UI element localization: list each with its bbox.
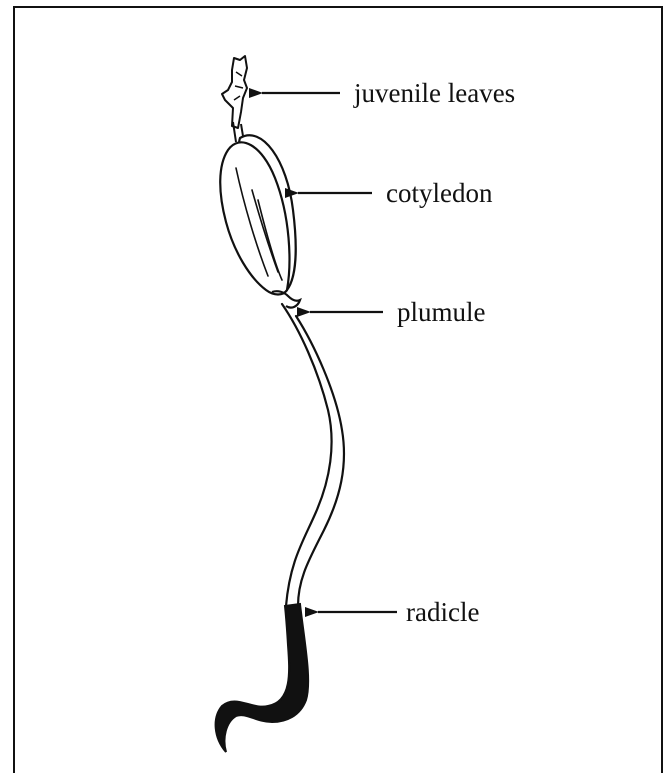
- label-cotyledon: cotyledon: [386, 180, 492, 207]
- frame-border: [14, 7, 662, 773]
- label-juvenile-leaves: juvenile leaves: [354, 80, 515, 107]
- radicle-shape: [216, 604, 309, 752]
- juvenile-leaves-shape: [222, 56, 247, 128]
- hypocotyl-stem: [282, 304, 344, 606]
- label-plumule: plumule: [397, 299, 486, 326]
- label-radicle: radicle: [406, 599, 479, 626]
